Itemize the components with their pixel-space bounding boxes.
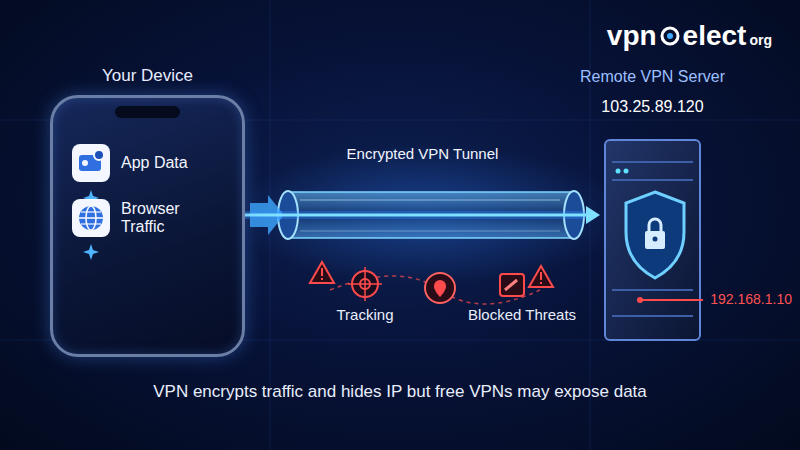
app-icon bbox=[71, 143, 111, 183]
logo-domain: org bbox=[749, 32, 772, 48]
vpn-server: Remote VPN Server103.25.89.120 bbox=[600, 140, 705, 340]
node-heading: Remote VPN Server bbox=[540, 68, 765, 86]
node-label: App Data bbox=[121, 154, 188, 172]
private-ip-label: 192.168.1.10 bbox=[710, 291, 792, 307]
logo-text: elect bbox=[683, 20, 747, 52]
sparkle-icon bbox=[83, 244, 99, 260]
threat-icons bbox=[310, 262, 553, 304]
logo-text: vpn bbox=[607, 20, 657, 52]
phone-notch bbox=[115, 106, 180, 118]
site-logo: vpn electorg bbox=[607, 20, 772, 52]
tunnel-glow bbox=[230, 145, 630, 285]
app-data-item: App Data bbox=[71, 143, 188, 183]
server-rack-icon bbox=[600, 140, 705, 340]
node-heading: 103.25.89.120 bbox=[540, 98, 765, 116]
node-heading: Your Device bbox=[0, 66, 302, 86]
browser-traffic-item: Browser Traffic bbox=[71, 198, 211, 238]
threat-label: Tracking bbox=[337, 306, 394, 323]
logo-icon bbox=[659, 25, 681, 47]
node-label: Browser Traffic bbox=[121, 200, 211, 237]
tunnel-connector bbox=[245, 206, 600, 224]
app-icon bbox=[71, 198, 111, 238]
device-phone: Your DeviceApp DataBrowser Traffic bbox=[50, 95, 245, 357]
caption-text: VPN encrypts traffic and hides IP but fr… bbox=[0, 382, 800, 402]
threat-label: Blocked Threats bbox=[468, 306, 576, 323]
edge-label: Encrypted VPN Tunnel bbox=[347, 145, 499, 162]
